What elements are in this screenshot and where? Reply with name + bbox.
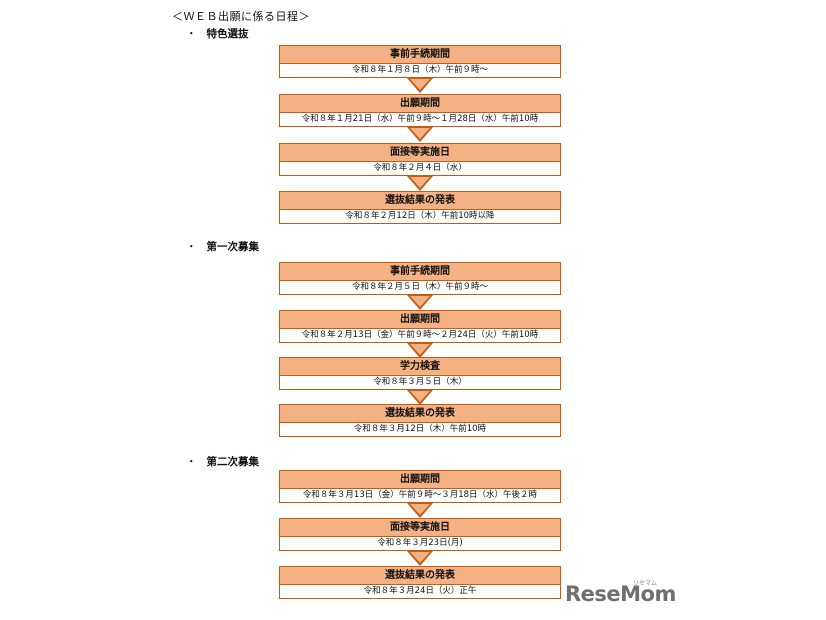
step-title: 事前手続期間 — [279, 45, 561, 64]
down-arrow-icon — [407, 390, 433, 405]
page-title: ＜ＷＥＢ出願に係る日程＞ — [172, 10, 310, 23]
schedule-step: 学力検査 令和８年３月５日（木） — [279, 357, 561, 390]
step-title: 選抜結果の発表 — [279, 404, 561, 423]
step-date: 令和８年２月４日（水） — [279, 162, 561, 176]
schedule-step: 面接等実施日 令和８年２月４日（水） — [279, 143, 561, 176]
step-date: 令和８年２月13日（金）午前９時～２月24日（火）午前10時 — [279, 329, 561, 343]
step-date: 令和８年３月12日（木）午前10時 — [279, 423, 561, 437]
section-label-text: 第二次募集 — [206, 456, 260, 468]
bullet: ・ — [186, 241, 197, 253]
step-date: 令和８年３月５日（木） — [279, 376, 561, 390]
step-date: 令和８年３月23日(月) — [279, 537, 561, 551]
down-arrow-icon — [407, 343, 433, 358]
down-arrow-icon — [407, 551, 433, 566]
step-date: 令和８年２月12日（木）午前10時以降 — [279, 210, 561, 224]
step-title: 事前手続期間 — [279, 262, 561, 281]
step-title: 選抜結果の発表 — [279, 566, 561, 585]
schedule-step: 出願期間 令和８年３月13日（金）午前９時～３月18日（水）午後２時 — [279, 470, 561, 503]
step-date: 令和８年３月24日（火）正午 — [279, 585, 561, 599]
schedule-step: 選抜結果の発表 令和８年２月12日（木）午前10時以降 — [279, 191, 561, 224]
section-label-text: 特色選抜 — [206, 28, 249, 40]
section-label-tokushoku: ・特色選抜 — [186, 26, 249, 41]
step-date: 令和８年１月21日（水）午前９時～１月28日（水）午前10時 — [279, 113, 561, 127]
step-date: 令和８年３月13日（金）午前９時～３月18日（水）午後２時 — [279, 489, 561, 503]
step-title: 出願期間 — [279, 94, 561, 113]
schedule-step: 事前手続期間 令和８年２月５日（木）午前９時～ — [279, 262, 561, 295]
bullet: ・ — [186, 456, 197, 468]
schedule-step: 事前手続期間 令和８年１月８日（木）午前９時～ — [279, 45, 561, 78]
step-title: 選抜結果の発表 — [279, 191, 561, 210]
step-title: 面接等実施日 — [279, 518, 561, 537]
step-title: 面接等実施日 — [279, 143, 561, 162]
down-arrow-icon — [407, 127, 433, 142]
watermark-sub: リセマム — [633, 580, 658, 587]
step-title: 出願期間 — [279, 310, 561, 329]
step-date: 令和８年２月５日（木）午前９時～ — [279, 281, 561, 295]
bullet: ・ — [186, 28, 197, 40]
schedule-step: 選抜結果の発表 令和８年３月24日（火）正午 — [279, 566, 561, 599]
schedule-step: 選抜結果の発表 令和８年３月12日（木）午前10時 — [279, 404, 561, 437]
down-arrow-icon — [407, 176, 433, 191]
down-arrow-icon — [407, 295, 433, 310]
step-title: 出願期間 — [279, 470, 561, 489]
section-label-second: ・第二次募集 — [186, 454, 259, 469]
resemom-logo: ReseMom — [565, 582, 676, 606]
schedule-step: 面接等実施日 令和８年３月23日(月) — [279, 518, 561, 551]
down-arrow-icon — [407, 78, 433, 93]
down-arrow-icon — [407, 503, 433, 518]
schedule-step: 出願期間 令和８年１月21日（水）午前９時～１月28日（水）午前10時 — [279, 94, 561, 127]
section-label-first: ・第一次募集 — [186, 239, 259, 254]
section-label-text: 第一次募集 — [206, 241, 260, 253]
step-date: 令和８年１月８日（木）午前９時～ — [279, 64, 561, 78]
schedule-step: 出願期間 令和８年２月13日（金）午前９時～２月24日（火）午前10時 — [279, 310, 561, 343]
step-title: 学力検査 — [279, 357, 561, 376]
